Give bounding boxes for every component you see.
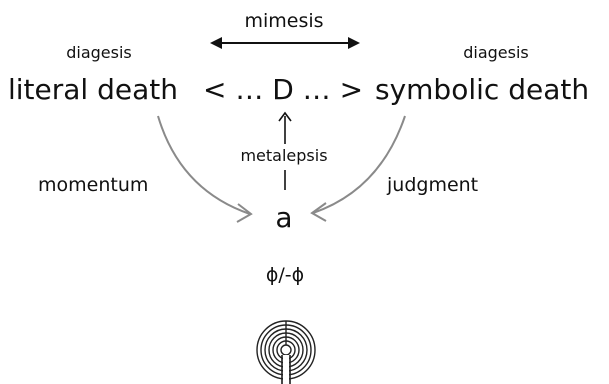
right-arrowhead-icon bbox=[310, 202, 327, 222]
left-arrowhead-icon bbox=[236, 203, 253, 223]
phi-expression: ϕ/-ϕ bbox=[265, 264, 305, 286]
target-node-a: a bbox=[275, 201, 293, 234]
right-diagesis-caption: diagesis bbox=[463, 43, 529, 62]
connector-line bbox=[284, 170, 286, 190]
left-curved-arrow bbox=[157, 115, 251, 215]
d-range-expression: < … D … > bbox=[202, 73, 364, 106]
metalepsis-label: metalepsis bbox=[240, 146, 328, 165]
judgment-label: judgment bbox=[387, 174, 479, 196]
momentum-label: momentum bbox=[38, 174, 149, 196]
symbolic-death-term: symbolic death bbox=[375, 73, 590, 106]
left-diagesis-caption: diagesis bbox=[66, 43, 132, 62]
labyrinth-icon bbox=[256, 320, 316, 384]
mimesis-label: mimesis bbox=[244, 10, 324, 32]
right-curved-arrow bbox=[312, 115, 406, 214]
literal-death-term: literal death bbox=[8, 73, 178, 106]
up-arrow-icon bbox=[278, 111, 292, 144]
double-headed-arrow-icon bbox=[210, 37, 360, 49]
